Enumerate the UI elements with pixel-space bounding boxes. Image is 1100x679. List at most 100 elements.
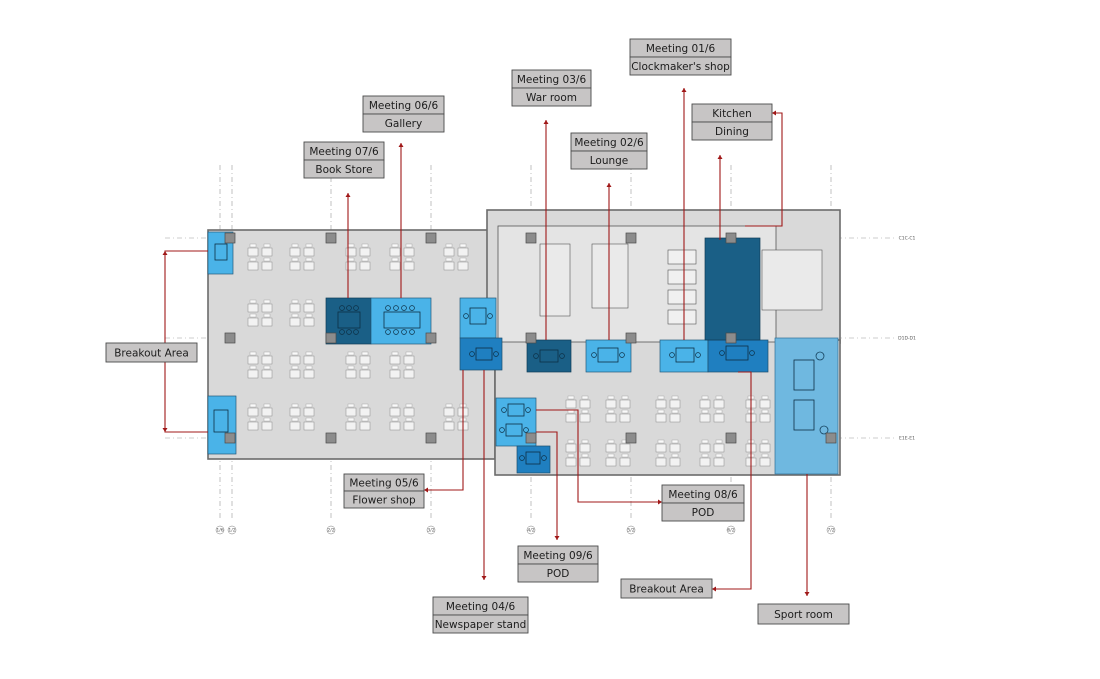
chair <box>405 403 413 408</box>
chair <box>701 453 709 458</box>
meeting-04-room[interactable] <box>459 337 503 371</box>
structural-column <box>224 432 236 444</box>
meeting-chair <box>749 350 755 356</box>
grid-axis-label: 5/2 <box>627 528 634 534</box>
label-subtitle: POD <box>547 568 570 580</box>
meeting-chair <box>533 353 539 359</box>
structural-columns <box>224 232 837 444</box>
chair <box>405 417 413 422</box>
desk <box>345 355 357 365</box>
meeting-table <box>793 359 815 391</box>
desk <box>699 413 711 423</box>
meeting-03-room[interactable] <box>526 339 572 373</box>
meeting-01-room[interactable] <box>659 339 709 373</box>
label-box <box>432 614 529 634</box>
desk <box>605 399 617 409</box>
label-sport-room[interactable]: Sport room <box>757 603 850 625</box>
label-subtitle: War room <box>526 92 577 104</box>
chair <box>671 439 679 444</box>
chair <box>263 313 271 318</box>
chair <box>291 365 299 370</box>
chair <box>567 395 575 400</box>
chair <box>249 351 257 356</box>
meeting-04-room-top[interactable] <box>459 297 497 339</box>
kitchen-room[interactable] <box>704 237 761 341</box>
label-title: Breakout Area <box>629 583 704 595</box>
meeting-02-room[interactable] <box>585 339 632 373</box>
desk <box>389 355 401 365</box>
meeting-06-room[interactable] <box>370 297 432 345</box>
meeting-chair <box>523 427 529 433</box>
sport-room-area[interactable] <box>774 337 839 475</box>
leader-arrowhead <box>162 428 168 432</box>
meeting-table <box>793 399 815 431</box>
desk <box>303 407 315 417</box>
label-title: Meeting 02/6 <box>574 137 644 149</box>
chair <box>347 243 355 248</box>
meeting-chair <box>346 329 352 335</box>
breakout-area-bottom-room[interactable] <box>207 395 237 455</box>
breakout-area-right-room[interactable] <box>707 339 769 373</box>
meeting-chair <box>393 329 399 335</box>
desk <box>619 399 631 409</box>
chair <box>701 395 709 400</box>
storage-unit <box>667 249 697 265</box>
desk <box>565 457 577 467</box>
grid-axis-label: 7/2 <box>827 528 834 534</box>
chair <box>405 243 413 248</box>
desk <box>261 247 273 257</box>
desk <box>303 369 315 379</box>
meeting-chair <box>463 313 469 319</box>
structural-column <box>325 432 337 444</box>
label-title: Breakout Area <box>114 347 189 359</box>
label-box <box>362 113 445 133</box>
meeting-table <box>725 345 749 361</box>
chair <box>671 409 679 414</box>
leader-arrowhead <box>772 110 776 116</box>
desk <box>345 247 357 257</box>
chair <box>715 395 723 400</box>
structural-column <box>224 332 236 344</box>
desk <box>247 369 259 379</box>
desk <box>389 247 401 257</box>
leader-meeting-08 <box>536 409 662 503</box>
desk <box>247 355 259 365</box>
meeting-chair <box>591 352 597 358</box>
label-breakout-left[interactable]: Breakout Area <box>105 342 198 363</box>
label-title: Meeting 03/6 <box>517 74 587 86</box>
chair <box>249 243 257 248</box>
desk <box>579 399 591 409</box>
desk <box>759 457 771 467</box>
desk <box>565 413 577 423</box>
wc-block <box>591 243 629 309</box>
chair <box>361 417 369 422</box>
desk <box>443 421 455 431</box>
meeting-chair <box>401 329 407 335</box>
grid-axis-label: 1/2 <box>228 528 235 534</box>
grid-axis-label: C1C-C1 <box>899 236 916 242</box>
meeting-table <box>597 347 619 363</box>
label-breakout-right[interactable]: Breakout Area <box>620 578 713 599</box>
desk <box>619 443 631 453</box>
desk <box>403 369 415 379</box>
chair <box>305 365 313 370</box>
chair <box>657 409 665 414</box>
chair <box>305 299 313 304</box>
structural-column <box>825 432 837 444</box>
meeting-chair <box>487 313 493 319</box>
chair <box>347 257 355 262</box>
meeting-chair <box>393 305 399 311</box>
desk <box>443 247 455 257</box>
meeting-09-room[interactable] <box>516 445 551 474</box>
meeting-chair <box>519 455 525 461</box>
